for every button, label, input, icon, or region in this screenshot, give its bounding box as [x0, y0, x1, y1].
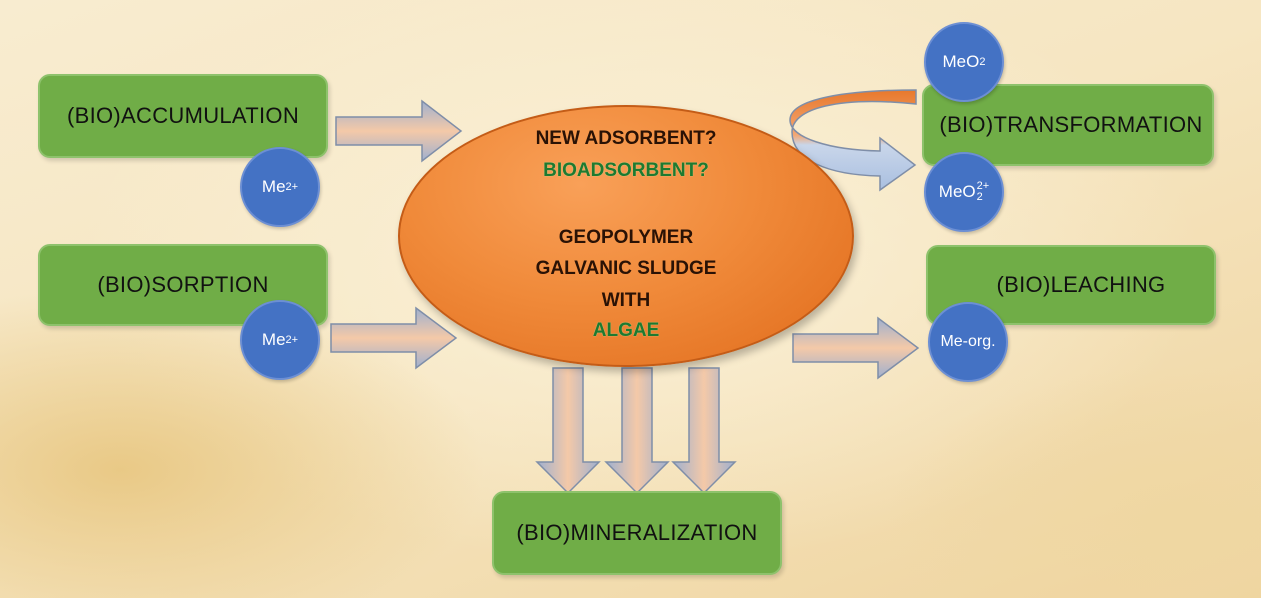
accumulation-box: (BIO)ACCUMULATION — [38, 74, 328, 158]
transformation-box: (BIO)TRANSFORMATION — [922, 84, 1214, 166]
mineralization-box: (BIO)MINERALIZATION — [492, 491, 782, 575]
leaching-label: (BIO)LEACHING — [996, 272, 1166, 297]
center-text-algae: ALGAE — [592, 320, 660, 341]
arrow-curved-to-transformation — [789, 89, 917, 192]
arrow-center-to-leaching — [792, 316, 920, 380]
ion-circle-leaching: Me-org. — [928, 302, 1008, 382]
center-ellipse — [398, 105, 854, 367]
center-text-new-adsorbent: NEW ADSORBENT? — [535, 128, 717, 149]
center-text-galvanic-sludge: GALVANIC SLUDGE — [535, 258, 717, 279]
accumulation-label: (BIO)ACCUMULATION — [66, 103, 300, 128]
arrow-down-2 — [604, 367, 670, 495]
center-text-with: WITH — [601, 290, 651, 311]
sorption-label: (BIO)SORPTION — [97, 272, 269, 297]
arrow-down-3 — [671, 367, 737, 495]
arrow-down-1 — [535, 367, 601, 495]
transformation-label: (BIO)TRANSFORMATION — [939, 112, 1203, 137]
sorption-box: (BIO)SORPTION — [38, 244, 328, 326]
center-text-geopolymer: GEOPOLYMER — [558, 227, 694, 248]
center-text-bioadsorbent: BIOADSORBENT? — [543, 160, 709, 181]
arrow-accumulation-to-center — [335, 99, 463, 163]
arrow-sorption-to-center — [330, 306, 458, 370]
mineralization-label: (BIO)MINERALIZATION — [516, 520, 758, 545]
